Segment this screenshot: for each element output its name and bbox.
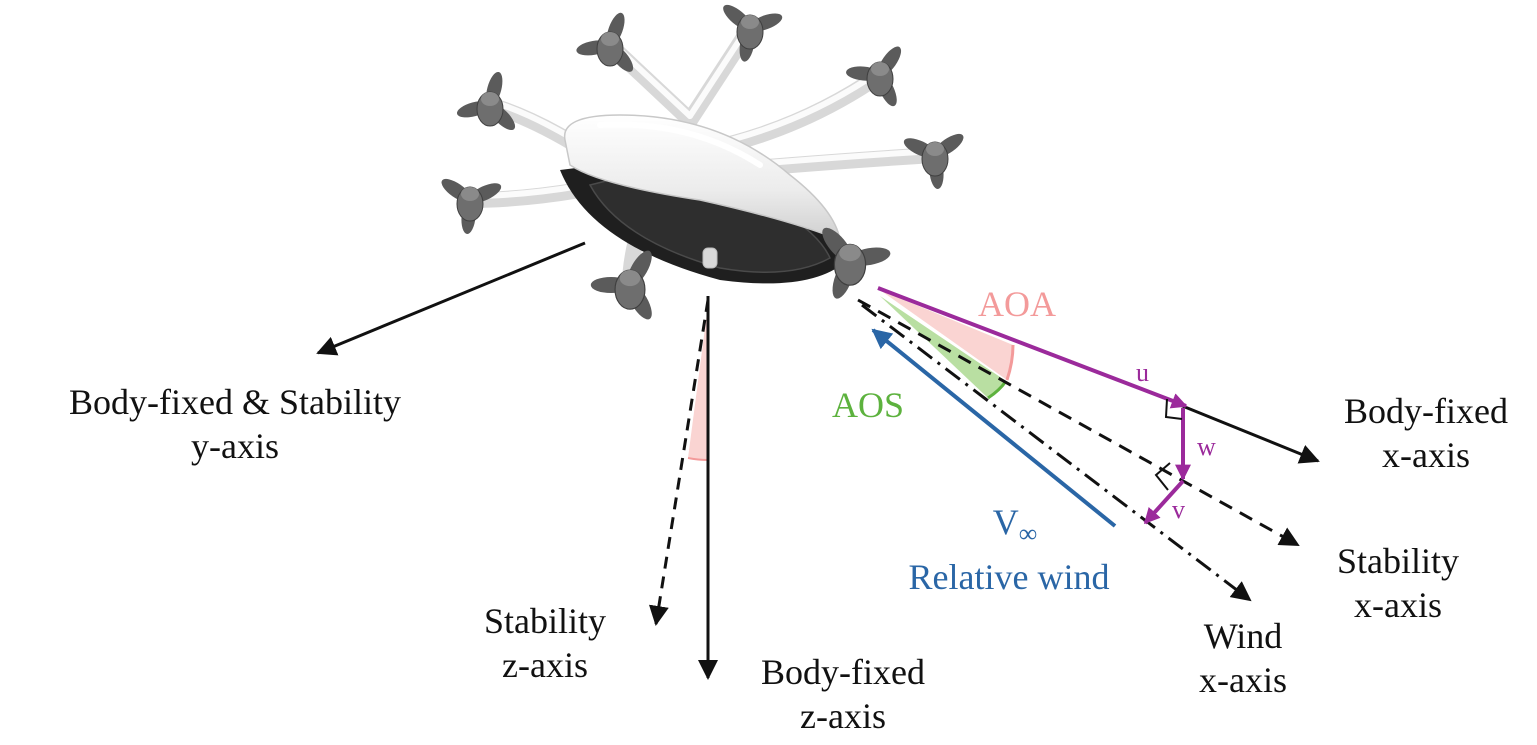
relative-wind-arrow [871,328,1117,528]
v-infinity-label: V∞ [992,502,1038,548]
z-angle-arc [687,457,709,461]
wind-x-axis-label: Wind x-axis [1199,616,1287,700]
right-angle-marker-wv [1154,462,1171,491]
u-component-label: u [1136,358,1149,387]
aoa-label: AOA [978,284,1056,324]
propeller-icon [822,227,891,299]
aos-label: AOS [832,385,905,425]
body-stability-y-axis-label: Body-fixed & Stability y-axis [69,382,401,466]
fuselage-upper [563,114,841,242]
wind-x-axis-arrow [861,303,1252,602]
v-component-arrow [1143,479,1185,525]
z-angle-wedge [688,305,708,460]
propeller-icon [441,178,502,234]
aoa-arc [1005,344,1015,381]
stability-z-axis-label: Stability z-axis [483,601,606,685]
propeller-icon [846,46,902,107]
body-fixed-x-axis-label: Body-fixed x-axis [1344,391,1508,475]
propeller-icon [723,4,783,62]
propeller-icon [576,12,634,72]
v-component-label: v [1172,495,1185,524]
w-component-label: w [1197,432,1216,461]
stability-z-axis-arrow [648,299,710,626]
body-fixed-z-axis-label: Body-fixed z-axis [761,652,925,736]
body-y-axis-arrow [316,241,586,356]
propeller-icon [590,250,652,320]
propeller-icon [903,133,964,189]
rotor-group [441,4,964,320]
propeller-icon [456,71,516,131]
aoa-wedge [880,290,1013,380]
body-x-axis-arrow [1179,403,1320,464]
right-angle-marker-uw [1164,398,1183,420]
stability-x-axis-label: Stability x-axis [1336,541,1459,625]
relative-wind-label: Relative wind [908,557,1110,597]
u-component-arrow [877,286,1188,409]
evtol-multirotor-icon [441,4,964,320]
stability-x-axis-arrow [857,298,1300,547]
